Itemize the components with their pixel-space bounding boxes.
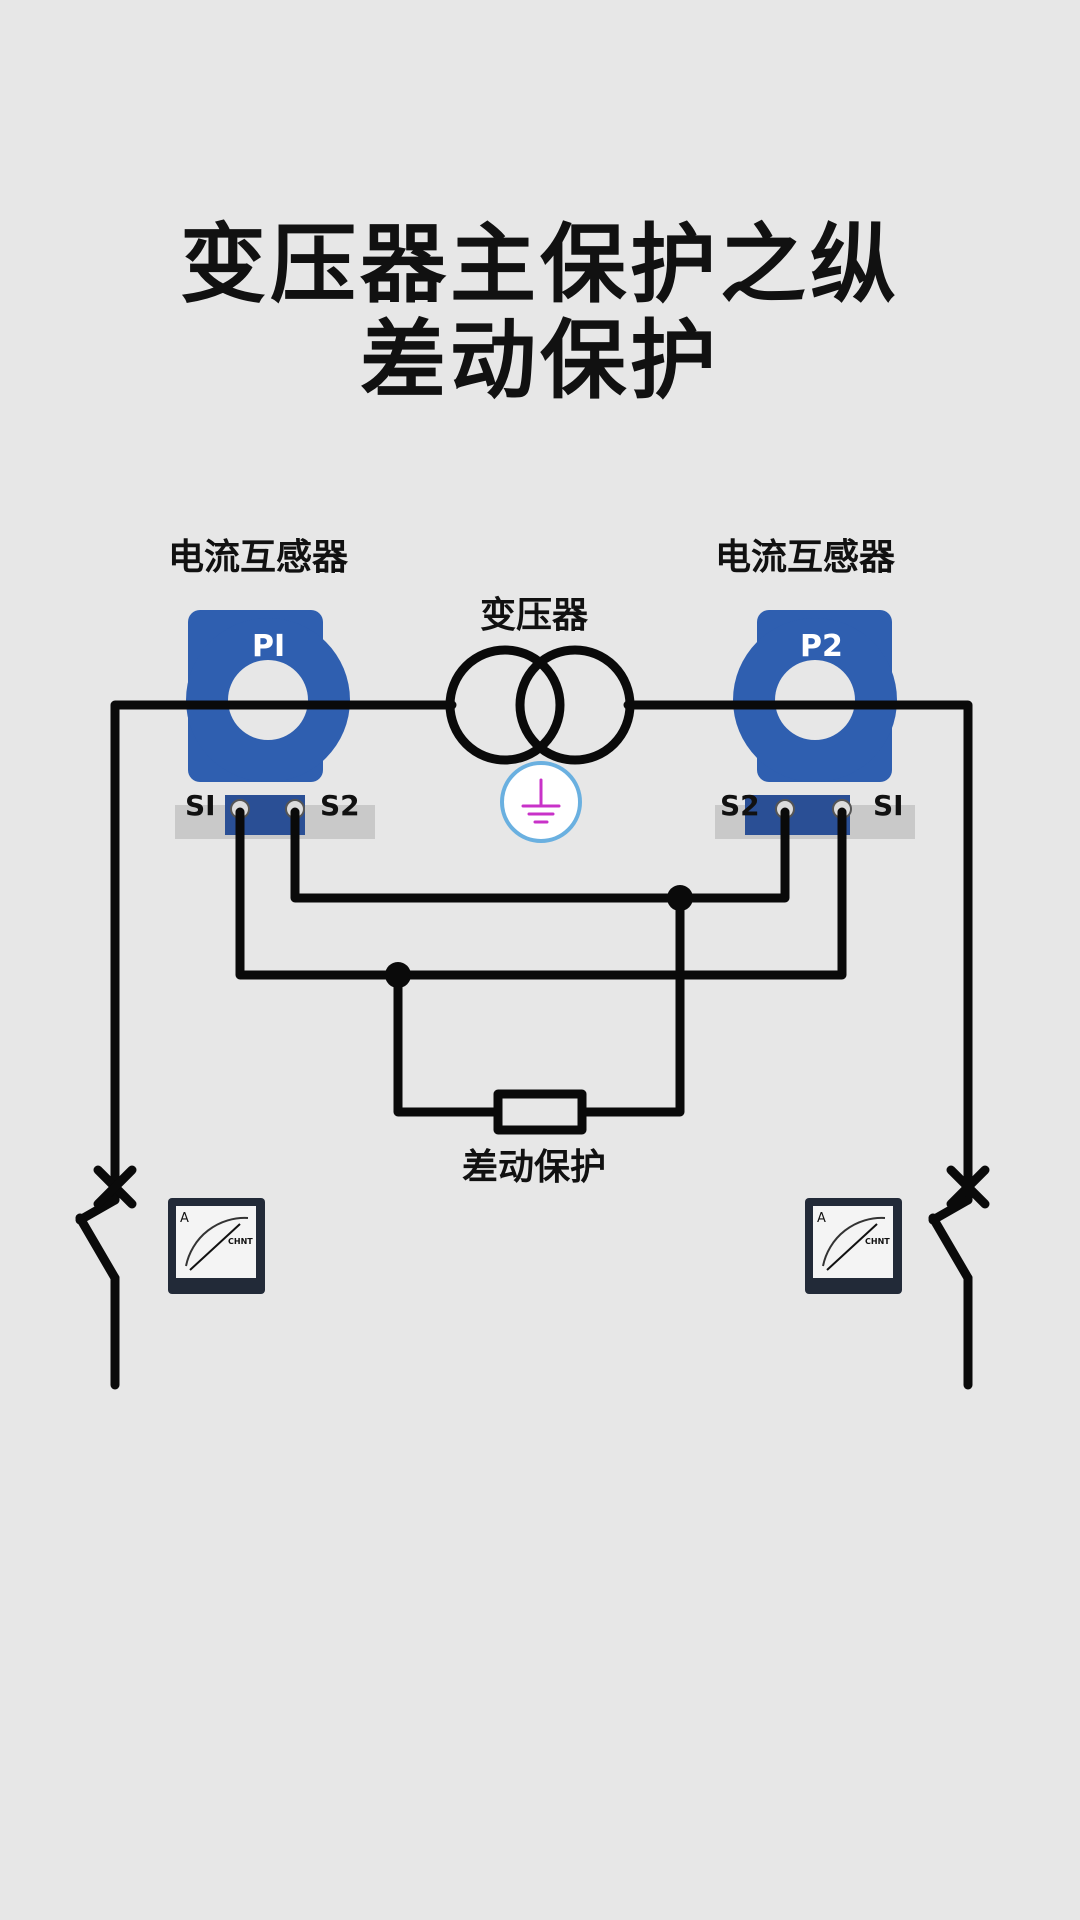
ct-left-name: PI <box>252 629 286 664</box>
ct-right-terminal-s1: SI <box>873 789 904 822</box>
relay-branch-right <box>577 893 685 1117</box>
transformer-label: 变压器 <box>480 595 589 636</box>
ct-left-terminal-s2: S2 <box>320 789 360 822</box>
ammeter-right-brand: CHNT <box>865 1237 890 1246</box>
ct-left-label: 电流互感器 <box>168 537 349 578</box>
title-line-2: 差动保护 <box>360 311 720 411</box>
transformer-winding-2 <box>515 645 635 765</box>
ct-right-label: 电流互感器 <box>715 537 896 578</box>
transformer-winding-1 <box>445 645 565 765</box>
breaker-icon <box>93 1165 990 1209</box>
ct-right-name: P2 <box>800 629 843 664</box>
resistor-icon <box>493 1089 587 1135</box>
ammeter-icon <box>168 1198 902 1294</box>
relay-branch <box>393 970 503 1117</box>
ct-left-terminal-s1: SI <box>185 789 216 822</box>
ct-left-body <box>175 610 375 839</box>
differential-protection-label: 差动保护 <box>462 1147 607 1188</box>
junction-dot-2 <box>385 962 411 988</box>
ct-right-terminal-s2: S2 <box>720 789 760 822</box>
ammeter-left-unit: A <box>180 1211 189 1226</box>
primary-wire-right <box>623 700 973 1170</box>
ct-right-body <box>715 610 915 839</box>
title-line-1: 变压器主保护之纵 <box>180 215 900 315</box>
ground-icon <box>500 761 582 843</box>
ammeter-left-brand: CHNT <box>228 1237 253 1246</box>
junction-dot-1 <box>667 885 693 911</box>
secondary-wire-s2-left <box>290 807 790 903</box>
primary-wire-left <box>110 700 457 1170</box>
ammeter-right-unit: A <box>817 1211 826 1226</box>
secondary-wire-s1-left <box>235 807 847 980</box>
